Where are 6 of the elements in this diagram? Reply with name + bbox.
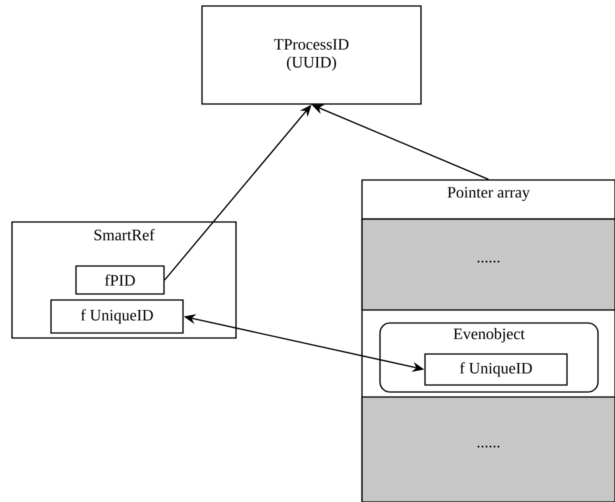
field-box: fPID: [75, 265, 165, 295]
field-box: f UniqueID: [424, 353, 568, 386]
field-box: f UniqueID: [50, 299, 184, 334]
array-cell: ......: [361, 218, 615, 311]
process-box: TProcessID (UUID): [201, 5, 422, 105]
array-cell: ......: [361, 396, 615, 502]
